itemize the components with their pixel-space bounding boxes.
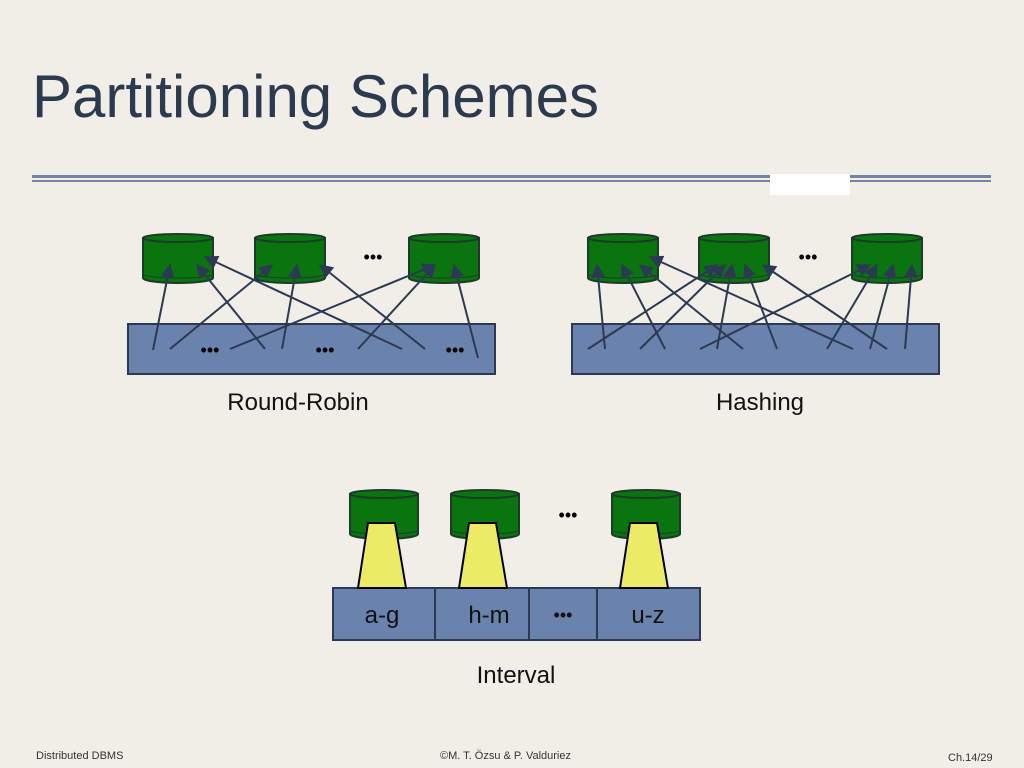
tuple-ellipsis: •••: [446, 340, 465, 360]
arrow: [903, 263, 918, 350]
disk-body: [408, 237, 480, 284]
disk-top: [587, 233, 659, 243]
disk-ellipsis: •••: [559, 505, 578, 525]
round-robin-diagram: [127, 233, 496, 375]
arrow: [152, 263, 175, 351]
arrow: [318, 264, 426, 350]
disk-icon: [142, 233, 214, 284]
interval-diagram: [332, 489, 701, 641]
disk-rim: [408, 273, 480, 279]
disk-top: [450, 489, 520, 499]
arrow: [357, 263, 436, 350]
hashing-label: Hashing: [716, 389, 804, 416]
disk-top: [408, 233, 480, 243]
title-rule: [32, 180, 991, 182]
disk-body: [698, 237, 770, 284]
range-label: u-z: [631, 602, 664, 629]
disk-body: [254, 237, 326, 284]
arrow: [761, 264, 888, 350]
disk-top: [254, 233, 326, 243]
disk-top: [698, 233, 770, 243]
tuple-ellipsis: •••: [201, 340, 220, 360]
footer-course: Distributed DBMS: [36, 750, 124, 762]
disk-top: [142, 233, 214, 243]
slide-title: Partitioning Schemes: [32, 63, 599, 130]
footer-page: Ch.14/29: [948, 752, 993, 764]
title-rule: [32, 175, 991, 178]
disk-ellipsis: •••: [799, 247, 818, 267]
hashing-diagram: [571, 233, 940, 375]
range-label: h-m: [468, 602, 509, 629]
disk-top: [611, 489, 681, 499]
disk-icon: [408, 233, 480, 284]
range-mapping: [618, 522, 670, 589]
arrow: [699, 264, 872, 350]
arrow: [203, 255, 403, 350]
relation-bar: [571, 323, 940, 375]
arrow: [281, 263, 302, 350]
arrow: [196, 263, 266, 350]
arrow: [450, 263, 479, 359]
round-robin-label: Round-Robin: [227, 389, 368, 416]
arrow: [869, 263, 897, 350]
range-label: a-g: [365, 602, 400, 629]
relation-bar: [332, 587, 701, 641]
footer-copyright: ©M. T. Özsu & P. Valduriez: [440, 750, 571, 762]
arrow: [826, 263, 878, 350]
range-mapping: [457, 522, 509, 589]
arrow: [648, 255, 854, 350]
disk-ellipsis: •••: [364, 247, 383, 267]
arrow: [639, 264, 726, 350]
interval-label: Interval: [477, 662, 556, 689]
disk-top: [851, 233, 923, 243]
arrow: [638, 264, 744, 350]
arrow: [591, 263, 606, 350]
disk-icon: [254, 233, 326, 284]
disk-body: [142, 237, 214, 284]
range-mapping: [356, 522, 408, 589]
arrow: [229, 263, 437, 350]
range-label: •••: [554, 605, 573, 625]
disk-icon: [698, 233, 770, 284]
disk-top: [349, 489, 419, 499]
arrow: [742, 263, 778, 350]
arrow: [587, 264, 719, 350]
arrow: [169, 264, 274, 350]
relation-bar: [127, 323, 496, 375]
rule-gap: [770, 174, 850, 195]
arrow: [716, 263, 737, 350]
tuple-ellipsis: •••: [316, 340, 335, 360]
arrow: [621, 263, 666, 350]
